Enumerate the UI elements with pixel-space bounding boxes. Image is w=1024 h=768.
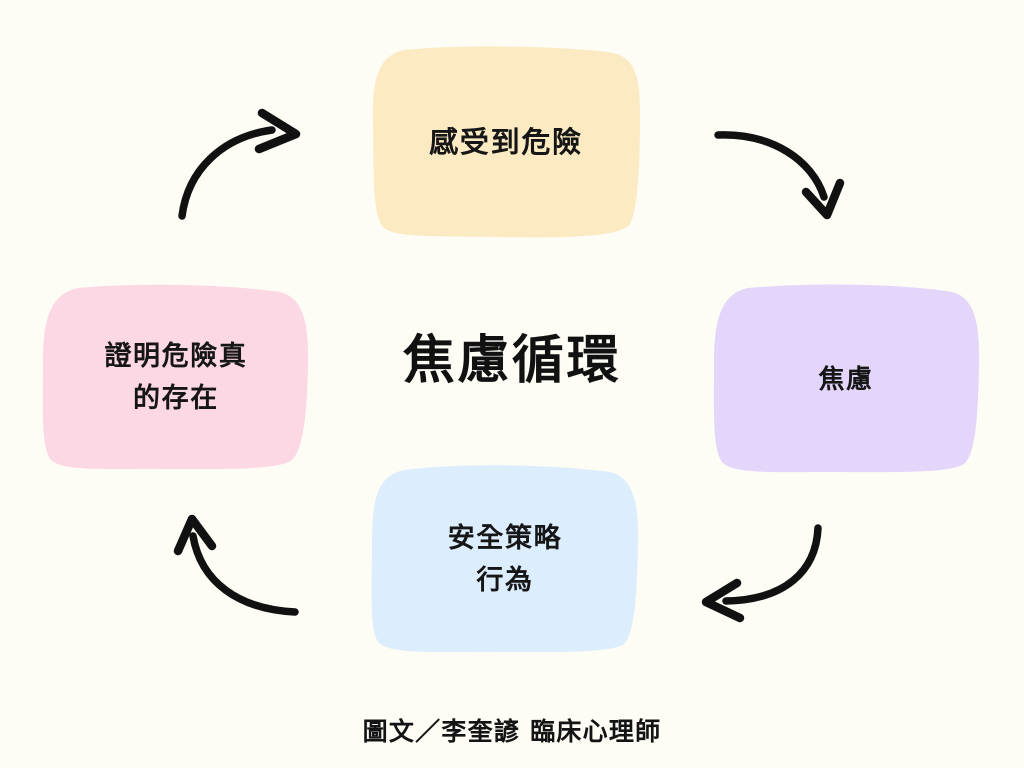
node-anxiety-label: 焦慮 [818, 364, 874, 395]
node-prove-danger[interactable]: 證明危險真 的存在 [38, 282, 314, 474]
node-feel-danger-label: 感受到危險 [429, 124, 583, 159]
node-prove-danger-label: 證明危險真 的存在 [104, 341, 248, 414]
node-prove-danger-shape [42, 284, 309, 470]
credit-line: 圖文／李奎諺 臨床心理師 [362, 717, 662, 746]
arrow-safety-behavior-to-prove-danger [173, 514, 299, 616]
node-feel-danger[interactable]: 感受到危險 [368, 42, 644, 242]
node-safety-behavior[interactable]: 安全策略 行為 [366, 462, 644, 658]
node-feel-danger-shape [372, 46, 640, 238]
diagram-center-title: 焦慮循環 [402, 331, 622, 391]
arrow-anxiety-to-safety-behavior [701, 524, 822, 623]
node-anxiety[interactable]: 焦慮 [708, 282, 984, 478]
node-safety-behavior-shape [371, 465, 639, 653]
arrow-feel-danger-to-anxiety [714, 131, 845, 220]
arrow-prove-danger-to-feel-danger [178, 108, 301, 220]
node-anxiety-shape [713, 284, 980, 473]
node-safety-behavior-label: 安全策略 行為 [447, 523, 563, 596]
